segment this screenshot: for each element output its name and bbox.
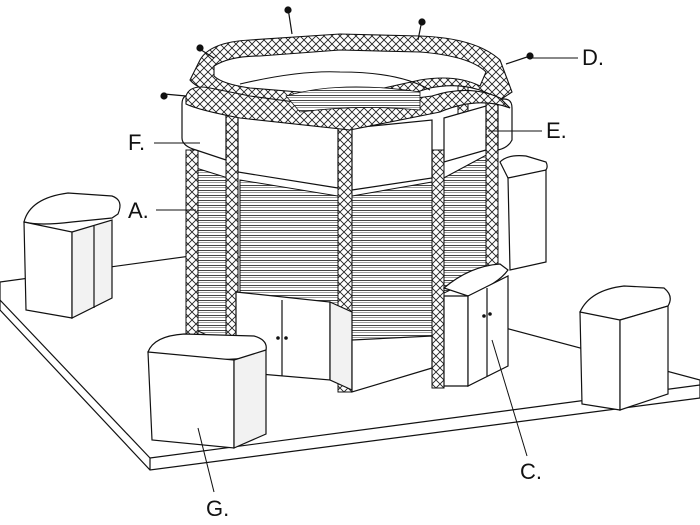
spotlight-icon-3 bbox=[196, 44, 215, 59]
pedestal-back-right bbox=[499, 155, 548, 271]
spotlight-icon-4 bbox=[505, 52, 534, 65]
callout-leaders bbox=[154, 57, 578, 493]
spotlight-icon-5 bbox=[160, 92, 187, 100]
pedestal-back-left bbox=[23, 192, 121, 319]
spotlight-fixtures bbox=[160, 6, 534, 100]
upper-inner-slats bbox=[285, 86, 421, 113]
pedestal-front-right bbox=[442, 263, 509, 387]
top-truss-ring bbox=[185, 33, 513, 131]
pedestal-front-left bbox=[147, 333, 267, 449]
spotlight-icon-2 bbox=[417, 18, 426, 41]
callout-label-f: F. bbox=[128, 130, 146, 155]
callout-label-c: C. bbox=[520, 459, 542, 484]
spotlight-icon-1 bbox=[284, 6, 293, 35]
callout-label-d: D. bbox=[582, 45, 604, 70]
callout-label-e: E. bbox=[546, 118, 567, 143]
callout-label-g: G. bbox=[206, 496, 230, 521]
callout-label-a: A. bbox=[128, 198, 149, 223]
pedestal-far-right bbox=[579, 285, 671, 411]
